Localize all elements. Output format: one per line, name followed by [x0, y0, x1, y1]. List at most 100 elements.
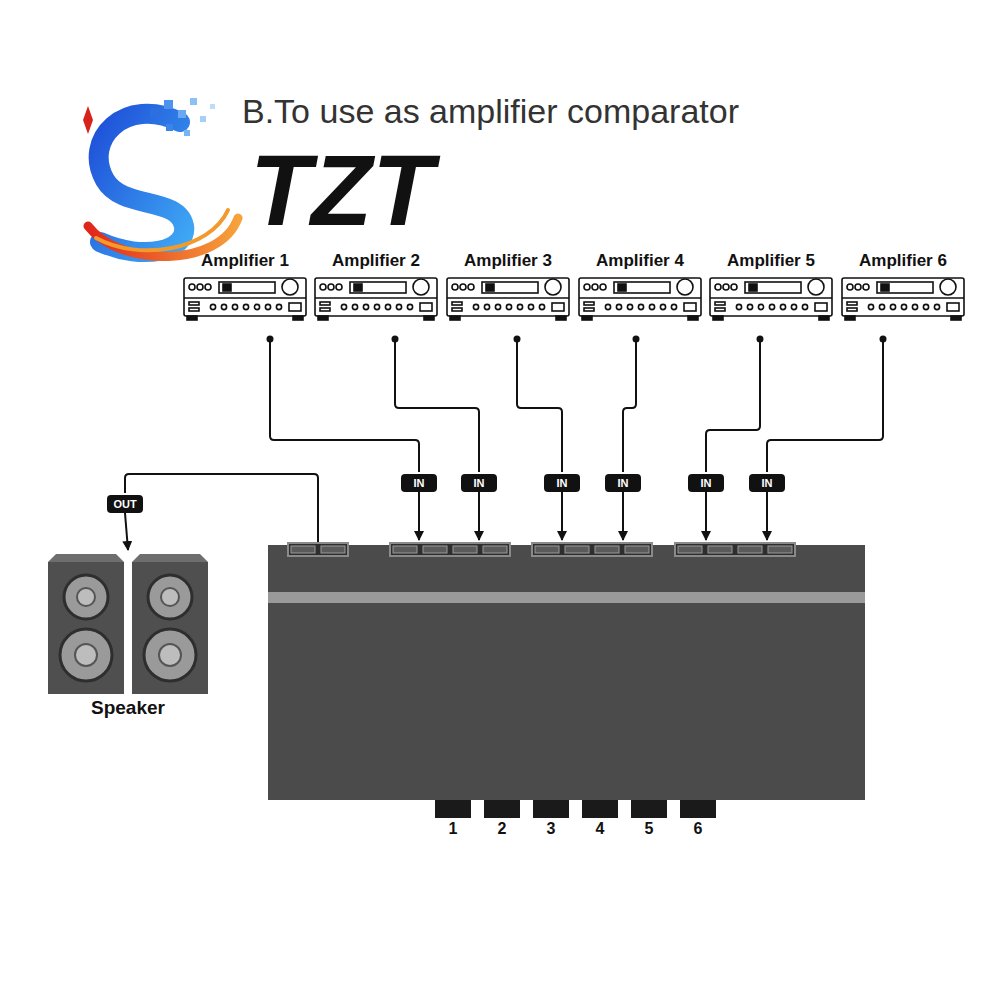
- drawing-stroke: [254, 304, 259, 309]
- drawing-stroke: [710, 297, 832, 299]
- port-badge: IN: [401, 474, 437, 492]
- drawing-stroke: [385, 304, 390, 309]
- drawing-stroke: [749, 284, 757, 291]
- drawing-stroke: [352, 304, 357, 309]
- drawing-stroke: [210, 304, 215, 309]
- drawing-stroke: [855, 284, 861, 290]
- drawing-stroke: [879, 304, 884, 309]
- amplifier-body: [710, 278, 832, 320]
- jack: [393, 546, 417, 553]
- amplifier-illustration: [840, 274, 966, 340]
- jack-group: [675, 543, 795, 556]
- diagram-title: B.To use as amplifier comparator: [242, 92, 739, 131]
- drawing-stroke: [863, 284, 869, 290]
- jack: [595, 546, 619, 553]
- drawing-stroke: [374, 304, 379, 309]
- selector-button: [582, 800, 618, 818]
- logo-text: TZT: [250, 140, 433, 240]
- signal-cable: [706, 340, 760, 472]
- drawing-stroke: [341, 304, 346, 309]
- drawing-stroke: [881, 284, 889, 291]
- amplifier-label: Amplifier 2: [313, 250, 439, 274]
- amplifier-label: Amplifier 5: [708, 250, 834, 274]
- jack: [738, 546, 762, 553]
- drawing-stroke: [715, 308, 725, 311]
- drawing-stroke: [747, 304, 752, 309]
- drawing-stroke: [293, 316, 303, 320]
- drawing-stroke: [951, 316, 961, 320]
- drawing-stroke: [132, 562, 208, 694]
- drawing-stroke: [769, 304, 774, 309]
- drawing-stroke: [289, 303, 301, 311]
- jack: [483, 546, 507, 553]
- jack-group: [532, 543, 652, 556]
- drawing-stroke: [219, 282, 275, 293]
- port-badge: IN: [544, 474, 580, 492]
- drawing-stroke: [197, 284, 203, 290]
- drawing-stroke: [677, 279, 693, 295]
- drawing-stroke: [736, 304, 741, 309]
- drawing-stroke: [447, 278, 569, 316]
- drawing-stroke: [847, 284, 853, 290]
- amplifier-node: Amplifier 3: [445, 250, 571, 340]
- drawing-stroke: [450, 316, 460, 320]
- drawing-stroke: [48, 554, 124, 562]
- jack: [453, 546, 477, 553]
- port-badge: OUT: [107, 495, 143, 513]
- port-badge: IN: [749, 474, 785, 492]
- jack: [625, 546, 649, 553]
- button-number: 2: [498, 821, 507, 837]
- amplifier-body: [184, 278, 306, 320]
- drawing-stroke: [584, 308, 594, 311]
- speaker-node: Speaker: [46, 552, 210, 720]
- drawing-stroke: [159, 644, 181, 666]
- port-label: IN: [474, 477, 485, 489]
- drawing-stroke: [660, 304, 665, 309]
- drawing-stroke: [780, 304, 785, 309]
- drawing-stroke: [495, 304, 500, 309]
- amplifier-node: Amplifier 2: [313, 250, 439, 340]
- drawing-stroke: [802, 304, 807, 309]
- drawing-stroke: [713, 316, 723, 320]
- drawing-stroke: [710, 278, 832, 316]
- drawing-stroke: [468, 284, 474, 290]
- jack: [678, 546, 702, 553]
- drawing-stroke: [354, 284, 362, 291]
- amplifier-body: [842, 278, 964, 320]
- jack-group: [390, 543, 510, 556]
- drawing-stroke: [731, 284, 737, 290]
- port-label: IN: [414, 477, 425, 489]
- drawing-stroke: [276, 304, 281, 309]
- button-number: 1: [449, 821, 458, 837]
- drawing-stroke: [315, 278, 437, 316]
- amplifier-node: Amplifier 6: [840, 250, 966, 340]
- selector-button: [631, 800, 667, 818]
- drawing-stroke: [758, 304, 763, 309]
- drawing-stroke: [934, 304, 939, 309]
- drawing-stroke: [48, 562, 124, 694]
- drawing-stroke: [320, 308, 330, 311]
- drawing-stroke: [605, 304, 610, 309]
- drawing-stroke: [243, 304, 248, 309]
- drawing-stroke: [336, 284, 342, 290]
- cable-plug-dot: [880, 336, 887, 343]
- signal-cable: [767, 340, 883, 472]
- drawing-stroke: [407, 304, 412, 309]
- port-badge: IN: [461, 474, 497, 492]
- signal-cable: [517, 340, 562, 472]
- button-number: 6: [694, 821, 703, 837]
- drawing-stroke: [205, 284, 211, 290]
- drawing-stroke: [940, 279, 956, 295]
- drawing-stroke: [132, 554, 208, 562]
- drawing-stroke: [184, 278, 306, 316]
- drawing-stroke: [452, 308, 462, 311]
- speaker-cabinet: [48, 554, 124, 694]
- drawing-stroke: [877, 282, 933, 293]
- amplifier-illustration: [445, 274, 571, 340]
- drawing-stroke: [638, 304, 643, 309]
- drawing-stroke: [579, 278, 701, 316]
- drawing-stroke: [144, 629, 196, 681]
- drawing-stroke: [616, 304, 621, 309]
- signal-cable: [623, 340, 636, 472]
